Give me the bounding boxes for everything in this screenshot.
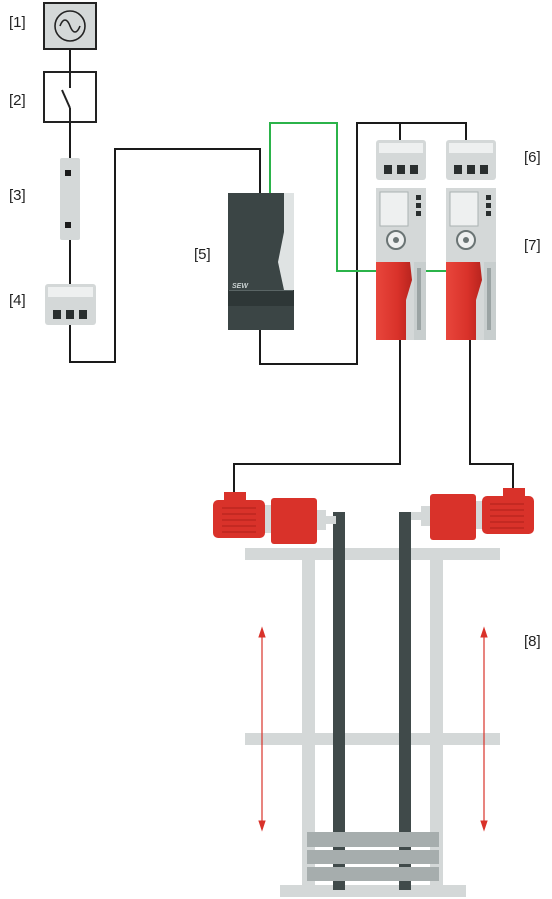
- inverter-2: [446, 188, 496, 340]
- gear-motor-right: [411, 488, 534, 540]
- gear-motor-left: [213, 492, 336, 544]
- bus-wiring: [269, 122, 448, 272]
- label-2: [2]: [9, 92, 26, 109]
- controller-unit: SEW: [228, 193, 294, 330]
- label-6: [6]: [524, 149, 541, 166]
- travel-arrow-left: [258, 626, 266, 832]
- hoist-load: [307, 832, 439, 881]
- travel-arrow-right: [480, 626, 488, 832]
- label-7: [7]: [524, 237, 541, 254]
- label-8: [8]: [524, 633, 541, 650]
- brand-logo: SEW: [232, 283, 249, 290]
- label-4: [4]: [9, 292, 26, 309]
- line-filter-2: [446, 140, 496, 180]
- hoist-frame: [245, 512, 500, 897]
- power-wiring: [69, 49, 514, 492]
- label-5: [5]: [194, 246, 211, 263]
- line-filter-1: [376, 140, 426, 180]
- ac-power-source: [43, 2, 97, 50]
- label-1: [1]: [9, 14, 26, 31]
- line-filter: [45, 284, 96, 325]
- disconnect-switch: [43, 71, 97, 123]
- inverter-1: [376, 188, 426, 340]
- label-3: [3]: [9, 187, 26, 204]
- line-fuse: [60, 158, 80, 240]
